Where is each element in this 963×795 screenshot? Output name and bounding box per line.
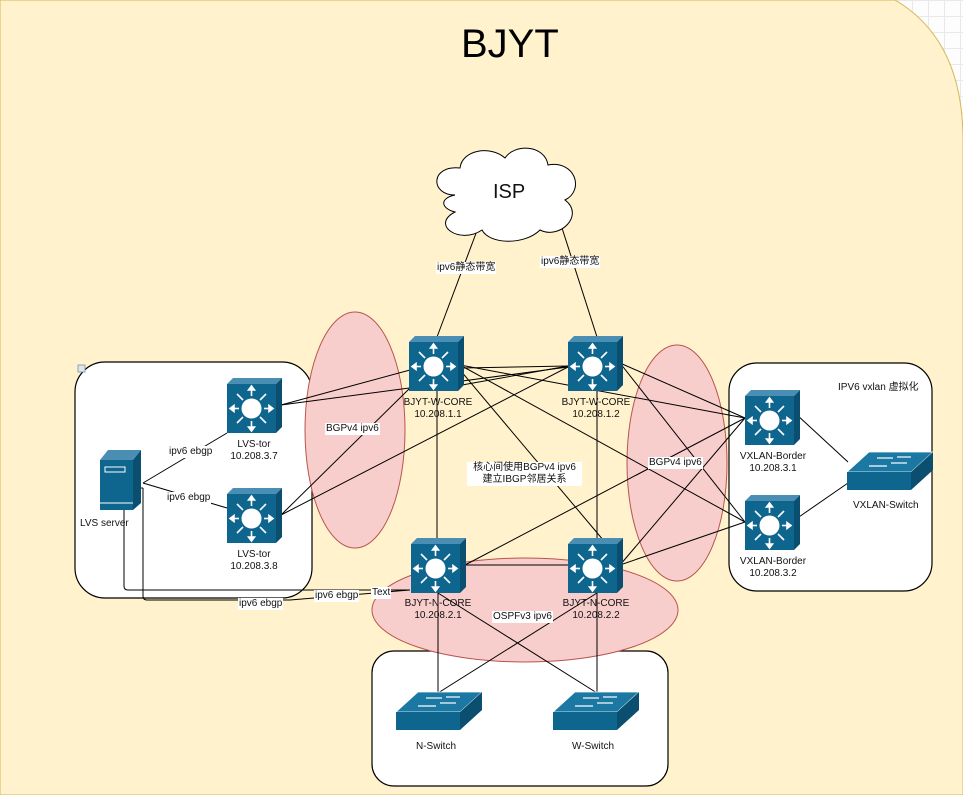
w-switch-label: W-Switch xyxy=(572,741,615,752)
right-bgp-zone-label: BGPv4 ipv6 xyxy=(648,457,703,469)
lvs-tor-2-icon[interactable] xyxy=(226,487,283,544)
isp-link-left-label: ipv6静态带宽 xyxy=(436,262,497,274)
text-placeholder: Text xyxy=(371,587,392,599)
n-core-2-icon[interactable] xyxy=(567,537,624,594)
vxlan-border-2-icon[interactable] xyxy=(744,494,801,551)
links xyxy=(123,227,849,694)
lvs-server-icon[interactable] xyxy=(100,450,141,510)
lvs-ebgp-label-1: ipv6 ebgp xyxy=(168,446,214,458)
lvs-tor-1-icon[interactable] xyxy=(226,377,283,434)
ospf-zone-label: OSPFv3 ipv6 xyxy=(492,611,553,623)
w-core-1-icon[interactable] xyxy=(408,335,465,392)
lvs-server-label: LVS server xyxy=(80,518,129,529)
isp-label: ISP xyxy=(493,181,526,203)
lvs-ebgp-label-2: ipv6 ebgp xyxy=(166,492,212,504)
left-bgp-zone-label: BGPv4 ipv6 xyxy=(325,423,380,435)
bottom-ebgp-label-2: ipv6 ebgp xyxy=(314,590,360,602)
vxlan-switch-label: VXLAN-Switch xyxy=(853,500,919,511)
diagram-title: BJYT xyxy=(461,22,559,66)
isp-cloud[interactable] xyxy=(436,147,576,242)
vxlan-group-label: IPV6 vxlan 虚拟化 xyxy=(837,382,920,394)
bottom-ebgp-label-1: ipv6 ebgp xyxy=(238,598,284,610)
n-switch-label: N-Switch xyxy=(416,741,457,752)
isp-link-right-label: ipv6静态带宽 xyxy=(540,256,601,268)
vxlan-border-1-icon[interactable] xyxy=(744,389,801,446)
n-core-1-icon[interactable] xyxy=(410,537,467,594)
collapse-toggle xyxy=(77,364,86,373)
w-core-2-icon[interactable] xyxy=(567,335,624,392)
